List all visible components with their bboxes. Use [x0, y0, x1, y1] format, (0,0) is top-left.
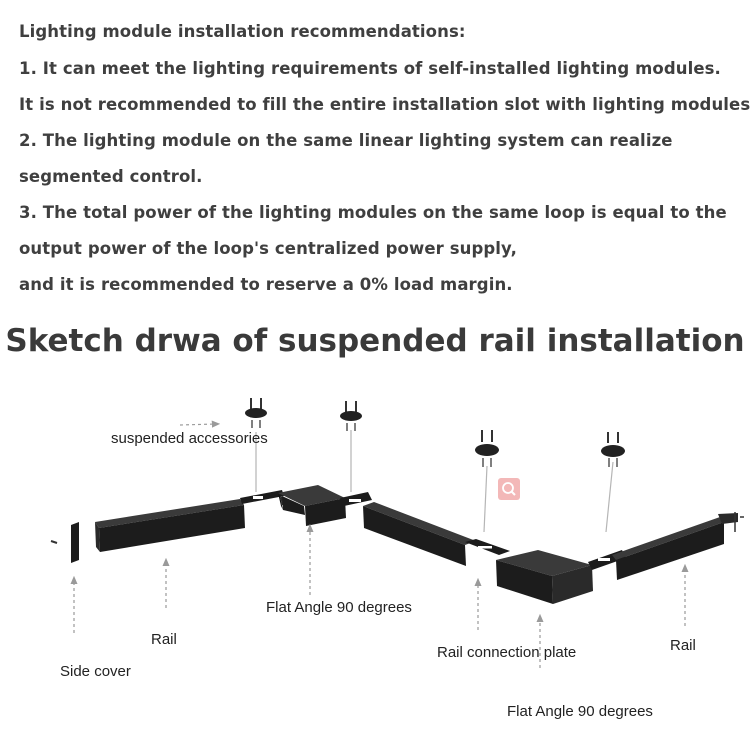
recommendation-line: 1. It can meet the lighting requirements…: [19, 59, 721, 78]
rail-left-part: [95, 499, 245, 552]
suspension-hanger-icon: [601, 432, 625, 467]
label-flat-angle-90-degrees: Flat Angle 90 degrees: [507, 703, 653, 720]
rail-connector-part: [340, 492, 372, 506]
label-rail: Rail: [670, 637, 696, 654]
recommendation-line: and it is recommended to reserve a 0% lo…: [19, 275, 513, 294]
label-side-cover: Side cover: [60, 663, 131, 680]
flat-angle-part: [278, 485, 346, 526]
recommendation-line: output power of the loop's centralized p…: [19, 239, 517, 258]
rail-connector-part: [240, 490, 284, 504]
suspension-wires: [255, 430, 614, 533]
suspension-hanger-icon: [245, 398, 267, 428]
search-icon[interactable]: [498, 478, 520, 500]
side-cover-part: [50, 522, 79, 563]
sketch-title: Sketch drwa of suspended rail installati…: [5, 323, 745, 359]
annotation-arrows: [70, 420, 689, 668]
recommendation-line: segmented control.: [19, 167, 203, 186]
flat-angle-part: [496, 550, 593, 604]
rail-middle-part: [363, 502, 476, 566]
recommendation-line: 3. The total power of the lighting modul…: [19, 203, 727, 222]
rail-right-part: [612, 512, 744, 580]
recommendation-line: 2. The lighting module on the same linea…: [19, 131, 673, 150]
suspension-hanger-icon: [475, 430, 499, 467]
label-rail-connection-plate: Rail connection plate: [437, 644, 577, 661]
label-flat-angle-90-degrees: Flat Angle 90 degrees: [266, 599, 412, 616]
rail-connection-plate-part: [465, 539, 510, 555]
recommendation-line: It is not recommended to fill the entire…: [19, 95, 750, 114]
label-rail: Rail: [151, 631, 177, 648]
recommendations-heading: Lighting module installation recommendat…: [19, 22, 466, 41]
suspension-hanger-icon: [340, 401, 362, 431]
label-suspended-accessories: suspended accessories: [111, 430, 268, 447]
